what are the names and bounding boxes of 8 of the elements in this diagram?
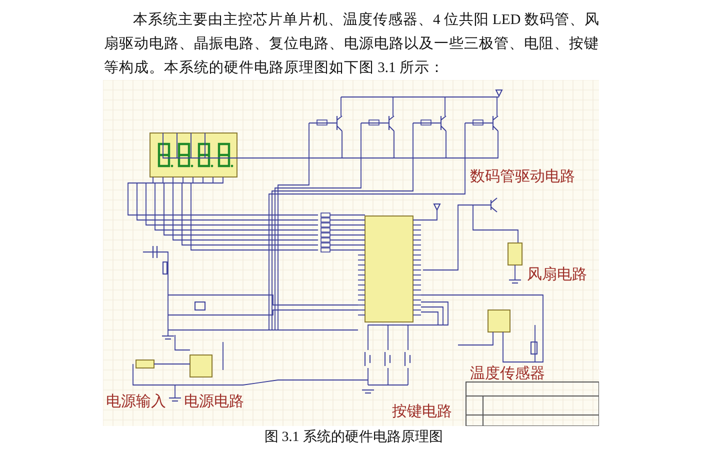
circuit-section-label: 按键电路 [392, 402, 452, 421]
intro-paragraph: 本系统主要由主控芯片单片机、温度传感器、4 位共阳 LED 数码管、风扇驱动电路、晶振电路、复位电路、电源电路以及一些三极管、电阻、按键等构成。本系统的硬件电路原理图如下图 3.1 所示： [104, 10, 600, 78]
figure-caption: 图 3.1 系统的硬件电路原理图 [263, 428, 444, 446]
circuit-section-label: 电源输入 [106, 392, 166, 411]
circuit-section-label: 数码管驱动电路 [470, 167, 575, 186]
circuit-section-label: 风扇电路 [527, 265, 587, 284]
circuit-section-label: 电源电路 [184, 392, 244, 411]
circuit-section-label: 温度传感器 [470, 364, 545, 383]
